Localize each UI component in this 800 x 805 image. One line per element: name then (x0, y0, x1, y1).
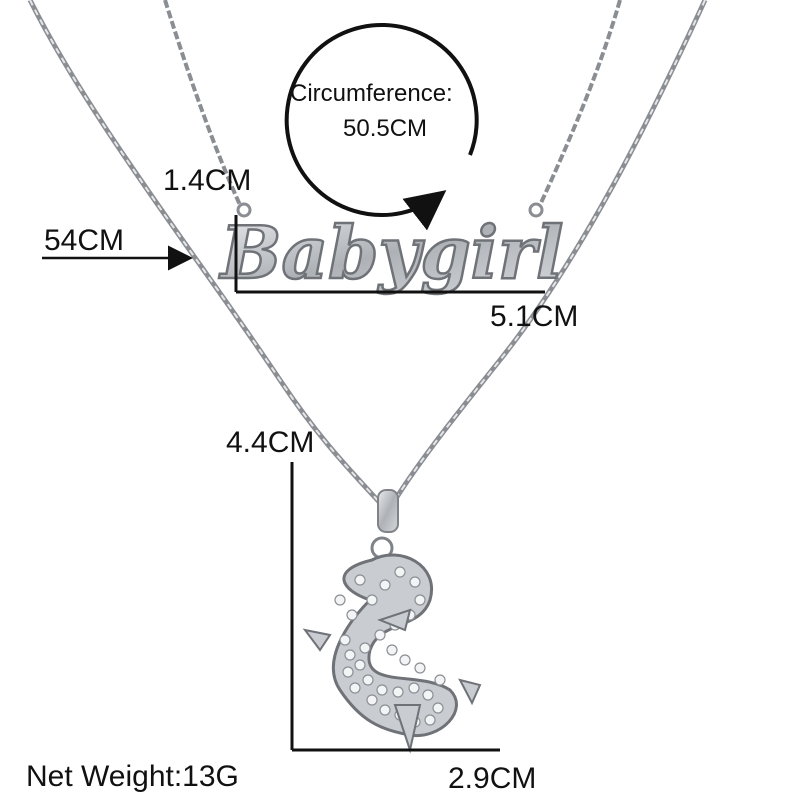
pendant-width-label: 2.9CM (448, 762, 537, 795)
rhinestone (359, 642, 371, 654)
dragon-pendant (302, 489, 482, 754)
rhinestone (408, 682, 420, 694)
rhinestone (422, 689, 434, 701)
pendant-height-label: 4.4CM (226, 426, 315, 459)
rhinestone (362, 674, 374, 686)
rhinestone (392, 686, 404, 698)
rhinestone (386, 644, 398, 656)
long-chain (27, 0, 708, 507)
circumference-value: 50.5CM (343, 115, 428, 142)
rhinestone (349, 682, 361, 694)
net-weight-label: Net Weight:13G (26, 760, 239, 793)
rhinestone (434, 674, 446, 686)
rhinestone (414, 662, 426, 674)
rhinestone (354, 574, 366, 586)
rhinestone (409, 576, 421, 588)
short-chain (163, 0, 622, 206)
rhinestone (399, 654, 411, 666)
rhinestone (432, 702, 444, 714)
rhinestone (379, 579, 391, 591)
rhinestone (354, 659, 366, 671)
circumference-label: Circumference: (290, 80, 453, 107)
rhinestone (379, 704, 391, 716)
nameplate-width-label: 5.1CM (490, 300, 579, 333)
rhinestone (414, 594, 426, 606)
rhinestone (339, 634, 351, 646)
rhinestone (376, 684, 388, 696)
chain-length-label: 54CM (44, 224, 125, 257)
rhinestone (346, 609, 358, 621)
rhinestone (366, 594, 378, 606)
circumference-arrow (284, 23, 479, 231)
nameplate-height-label: 1.4CM (163, 164, 252, 197)
rhinestone (334, 594, 346, 606)
rhinestone (374, 629, 386, 641)
rhinestone (342, 666, 354, 678)
rhinestone (424, 714, 436, 726)
nameplate-text: Babygirl (219, 210, 564, 295)
nameplate-pendant: Babygirl (217, 202, 565, 296)
rhinestone (344, 649, 356, 661)
rhinestone (394, 566, 406, 578)
rhinestone (366, 694, 378, 706)
